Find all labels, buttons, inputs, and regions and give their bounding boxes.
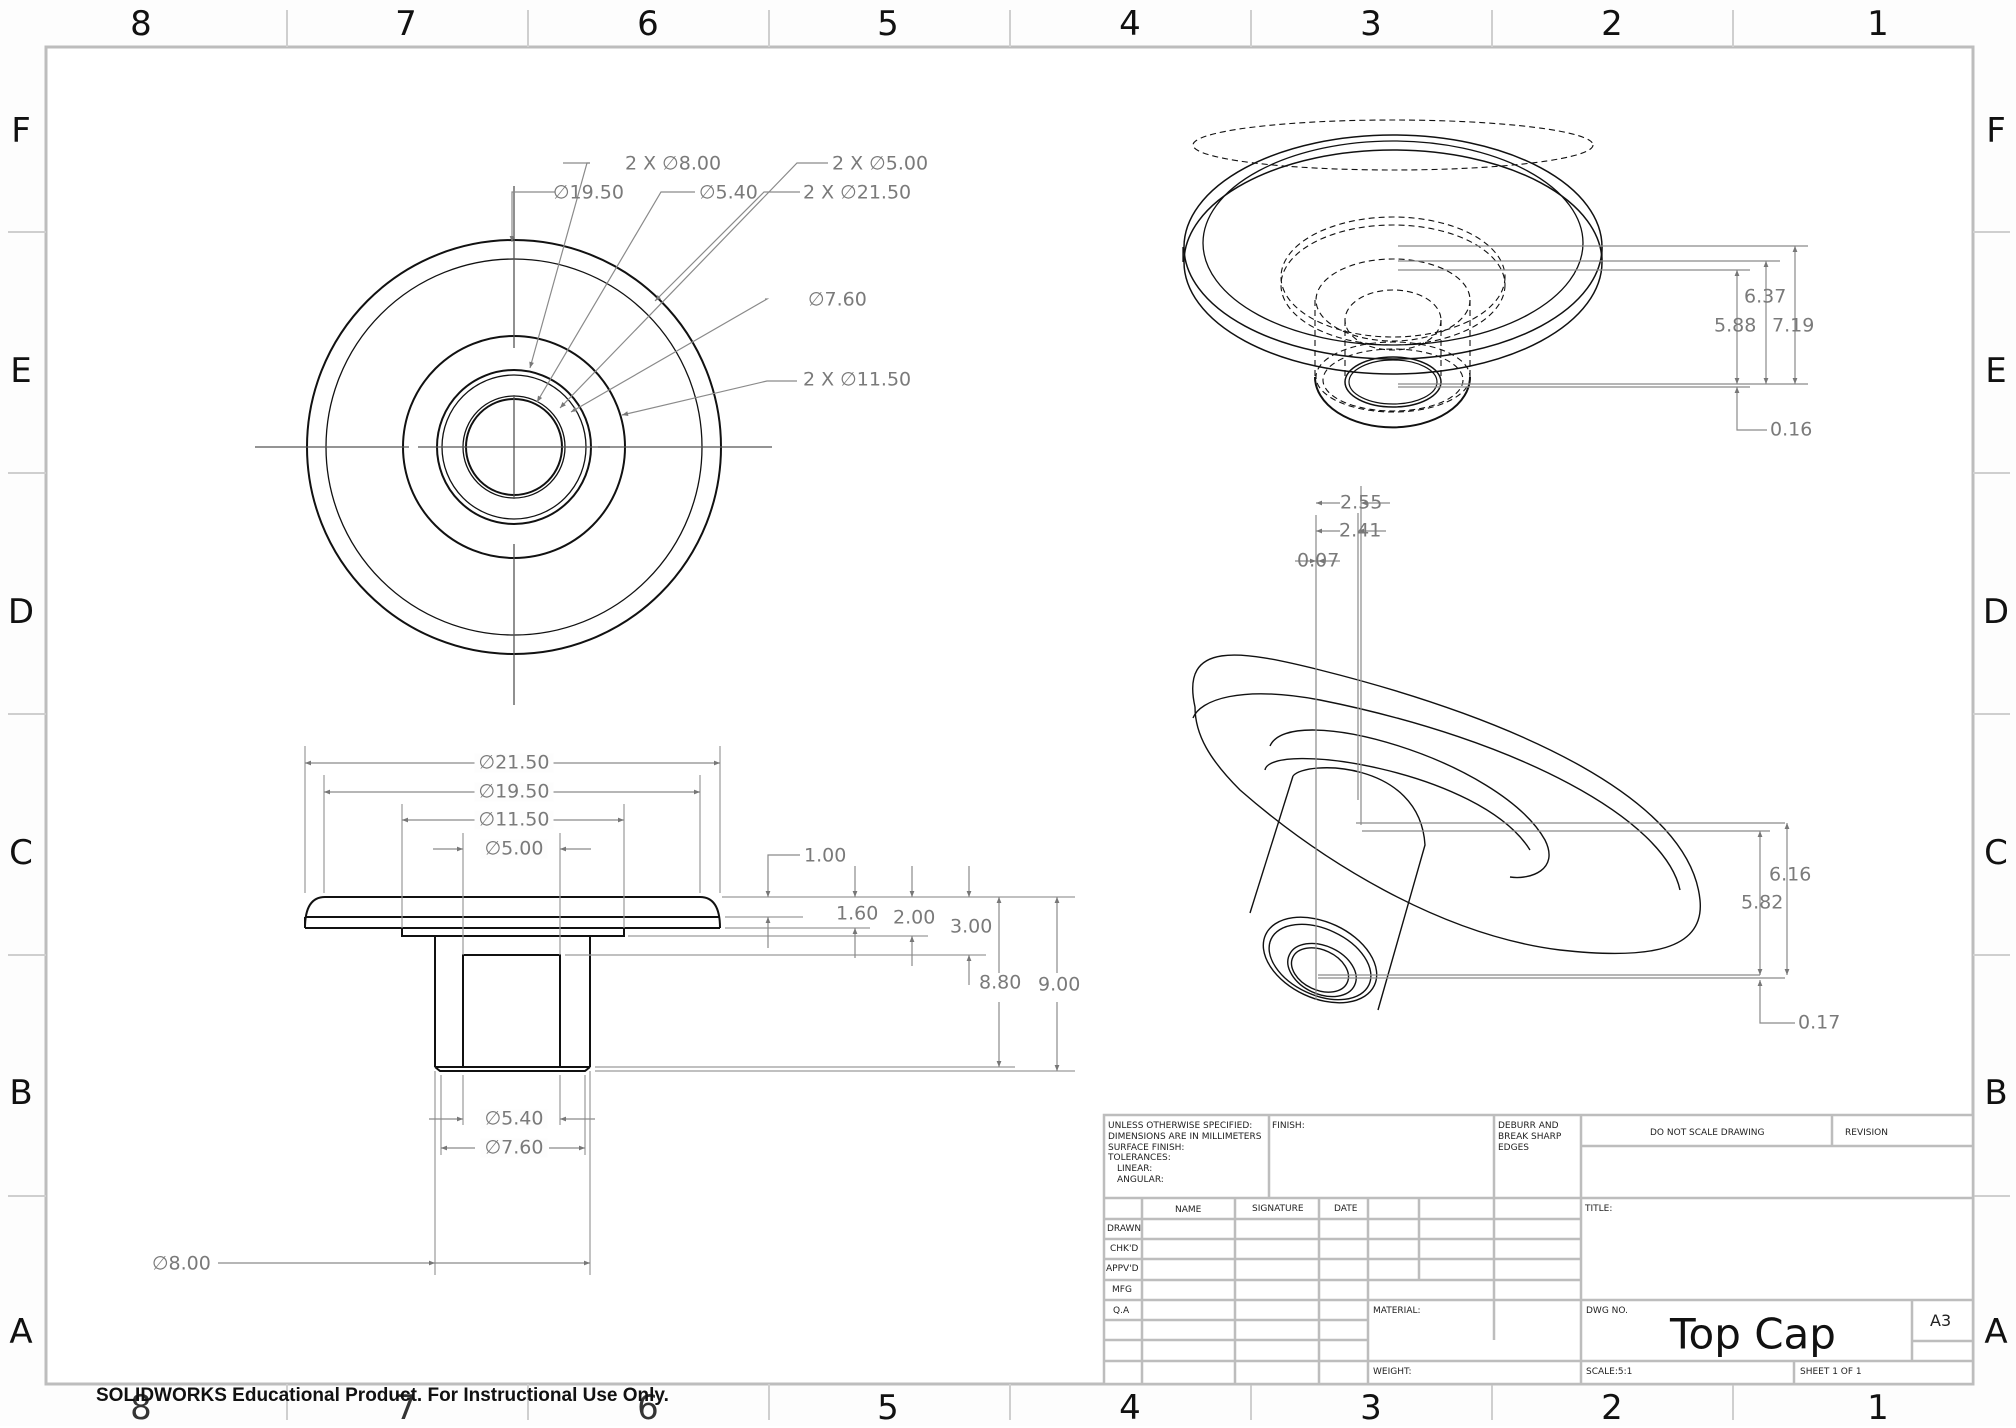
sheet-number: SHEET 1 OF 1	[1800, 1367, 1862, 1377]
dim-6-16: 6.16	[1769, 863, 1812, 886]
drawing-title: Top Cap	[1670, 1309, 1836, 1359]
weight-label: WEIGHT:	[1373, 1367, 1412, 1377]
dim-height-8-80: 8.80	[979, 971, 1022, 994]
iso-bottom-view	[1192, 486, 1795, 1024]
dim-5-88: 5.88	[1714, 314, 1757, 337]
dim-5-82: 5.82	[1741, 891, 1784, 914]
callout-diameter-21-50: 2 X ∅21.50	[803, 181, 912, 204]
header-date: DATE	[1334, 1204, 1358, 1214]
dim-2-41: 2.41	[1339, 519, 1382, 542]
dim-diameter-5-40: ∅5.40	[480, 1109, 548, 1129]
zone-row-label: B	[9, 1073, 33, 1113]
scale-label: SCALE:5:1	[1586, 1367, 1633, 1377]
zone-column-label: 4	[1119, 4, 1141, 44]
note-line: BREAK SHARP	[1498, 1131, 1562, 1142]
zone-column-label: 7	[395, 1388, 417, 1428]
zone-column-label: 6	[637, 4, 659, 44]
iso-top-view	[1182, 119, 1808, 431]
note-line: DEBURR AND	[1498, 1121, 1559, 1131]
zone-row-label: C	[1984, 833, 2008, 873]
dim-height-3-00: 3.00	[950, 915, 993, 938]
side-view	[218, 746, 1075, 1275]
callout-diameter-19-50: ∅19.50	[553, 181, 624, 204]
zone-column-label: 8	[130, 4, 152, 44]
zone-column-label: 5	[877, 1388, 899, 1428]
note-line: LINEAR:	[1117, 1164, 1153, 1175]
zone-column-label: 3	[1360, 1388, 1382, 1428]
note-line: SURFACE FINISH:	[1108, 1142, 1185, 1153]
dim-diameter-8-00: ∅8.00	[152, 1252, 211, 1275]
zone-row-label: A	[9, 1312, 33, 1352]
do-not-scale-label: DO NOT SCALE DRAWING	[1650, 1128, 1765, 1138]
zone-row-label: D	[1982, 592, 2010, 632]
zone-row-label: B	[1984, 1073, 2008, 1113]
note-line: EDGES	[1498, 1142, 1529, 1153]
tolerance-notes: UNLESS OTHERWISE SPECIFIED: DIMENSIONS A…	[1108, 1121, 1261, 1186]
zone-column-label: 6	[637, 1388, 659, 1428]
role-approved: APPV'D	[1106, 1264, 1139, 1274]
revision-label: REVISION	[1845, 1128, 1888, 1138]
deburr-note: DEBURR AND BREAK SHARP EDGES	[1498, 1121, 1561, 1153]
zone-column-label: 2	[1601, 1388, 1623, 1428]
material-label: MATERIAL:	[1373, 1306, 1421, 1316]
callout-diameter-5-40: ∅5.40	[699, 181, 758, 204]
dim-0-07: 0.07	[1297, 549, 1340, 572]
dim-height-1-60: 1.60	[836, 902, 879, 925]
zone-row-label: A	[1984, 1312, 2008, 1352]
dim-0-16: 0.16	[1770, 418, 1813, 441]
zone-row-label: E	[10, 351, 32, 391]
title-block-grid	[1102, 1113, 1975, 1386]
role-checked: CHK'D	[1110, 1244, 1139, 1254]
callout-diameter-8: 2 X ∅8.00	[625, 152, 722, 175]
zone-column-label: 2	[1601, 4, 1623, 44]
educational-watermark: SOLIDWORKS Educational Product. For Inst…	[96, 1385, 669, 1406]
dim-height-2-00: 2.00	[893, 906, 936, 929]
dim-2-55: 2.55	[1340, 491, 1383, 514]
dim-0-17: 0.17	[1798, 1011, 1841, 1034]
zone-column-label: 4	[1119, 1388, 1141, 1428]
zone-row-label: D	[7, 592, 35, 632]
title-label: TITLE:	[1585, 1204, 1613, 1214]
callout-diameter-5: 2 X ∅5.00	[832, 152, 929, 175]
dim-7-19: 7.19	[1772, 314, 1815, 337]
zone-column-label: 3	[1360, 4, 1382, 44]
zone-column-label: 1	[1867, 4, 1889, 44]
dim-diameter-5-00: ∅5.00	[480, 839, 548, 859]
header-signature: SIGNATURE	[1252, 1204, 1304, 1214]
note-line: UNLESS OTHERWISE SPECIFIED:	[1108, 1121, 1253, 1131]
sheet-size: A3	[1930, 1311, 1952, 1330]
dim-diameter-19-50: ∅19.50	[474, 782, 554, 802]
role-mfg: MFG	[1112, 1285, 1132, 1295]
dim-height-1-00: 1.00	[804, 844, 847, 867]
role-drawn: DRAWN	[1107, 1224, 1142, 1234]
callout-diameter-7-60: ∅7.60	[808, 288, 867, 311]
zone-row-label: F	[1986, 111, 2006, 151]
zone-row-label: C	[9, 833, 33, 873]
zone-column-label: 7	[395, 4, 417, 44]
front-view	[255, 162, 828, 705]
dim-6-37: 6.37	[1744, 285, 1787, 308]
dim-diameter-21-50: ∅21.50	[474, 753, 554, 773]
note-line: TOLERANCES:	[1108, 1153, 1171, 1164]
zone-column-label: 1	[1867, 1388, 1889, 1428]
dim-height-9-00: 9.00	[1038, 973, 1081, 996]
zone-row-label: E	[1985, 351, 2007, 391]
zone-column-label: 8	[130, 1388, 152, 1428]
dwg-no-label: DWG NO.	[1586, 1306, 1628, 1316]
header-name: NAME	[1175, 1205, 1202, 1215]
callout-diameter-11-50: 2 X ∅11.50	[803, 368, 912, 391]
note-line: ANGULAR:	[1117, 1174, 1164, 1185]
zone-column-label: 5	[877, 4, 899, 44]
role-qa: Q.A	[1113, 1306, 1130, 1316]
zone-row-label: F	[11, 111, 31, 151]
dim-diameter-7-60: ∅7.60	[480, 1138, 548, 1158]
dim-diameter-11-50: ∅11.50	[474, 810, 554, 830]
note-line: DIMENSIONS ARE IN MILLIMETERS	[1108, 1131, 1262, 1142]
finish-label: FINISH:	[1272, 1121, 1305, 1131]
